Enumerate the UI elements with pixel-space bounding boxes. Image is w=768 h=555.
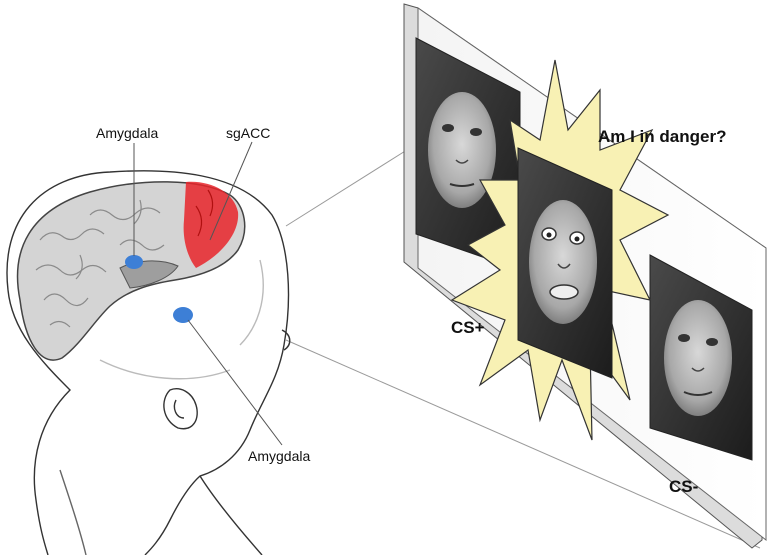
label-cs-minus: CS-	[669, 477, 698, 496]
amygdala-lower-dot	[173, 307, 193, 323]
amygdala-upper-dot	[125, 255, 143, 269]
label-amygdala-lower: Amygdala	[248, 448, 310, 464]
label-sgacc: sgACC	[226, 125, 270, 141]
label-danger-question: Am I in danger?	[598, 127, 726, 146]
label-amygdala-upper: Amygdala	[96, 125, 158, 141]
label-cs-plus: CS+	[451, 318, 485, 337]
brain-hemisphere	[18, 182, 245, 360]
